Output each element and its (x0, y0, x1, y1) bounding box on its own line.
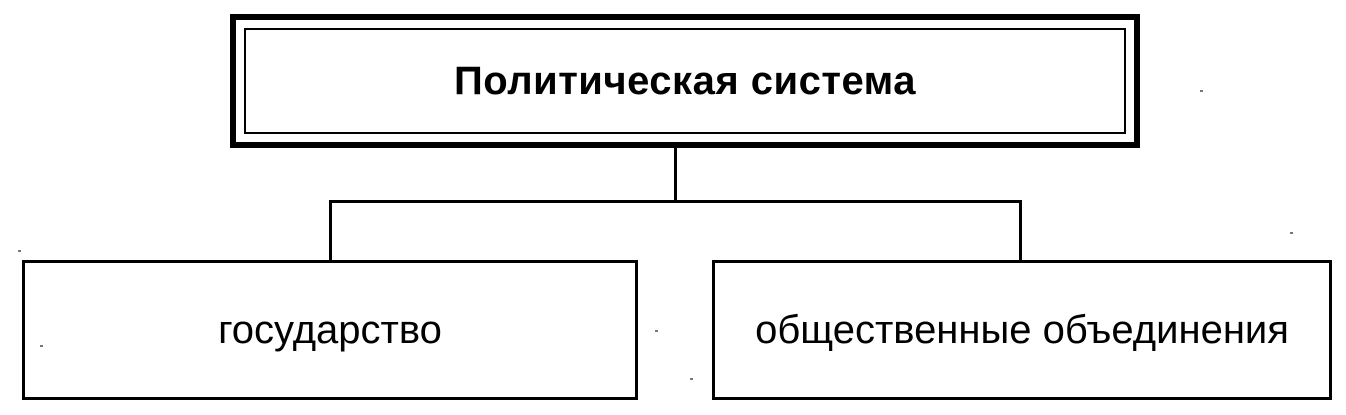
scan-noise-speck (18, 250, 21, 252)
connector-trunk (674, 148, 677, 203)
scan-noise-speck (1290, 232, 1293, 234)
scan-noise-speck (655, 330, 658, 332)
scan-noise-speck (40, 345, 43, 347)
connector-crossbar (329, 200, 1022, 203)
scan-noise-speck (1200, 90, 1203, 92)
child-node-public-associations: общественные объединения (712, 260, 1332, 400)
child-node-public-associations-label: общественные объединения (755, 307, 1289, 352)
root-node-inner-frame: Политическая система (244, 28, 1126, 134)
root-node-label: Политическая система (454, 58, 916, 103)
child-node-state-label: государство (218, 307, 442, 352)
scan-noise-speck (690, 378, 693, 380)
root-node-box: Политическая система (230, 14, 1140, 148)
connector-right-drop (1019, 200, 1022, 262)
connector-left-drop (329, 200, 332, 262)
child-node-state: государство (22, 260, 638, 400)
